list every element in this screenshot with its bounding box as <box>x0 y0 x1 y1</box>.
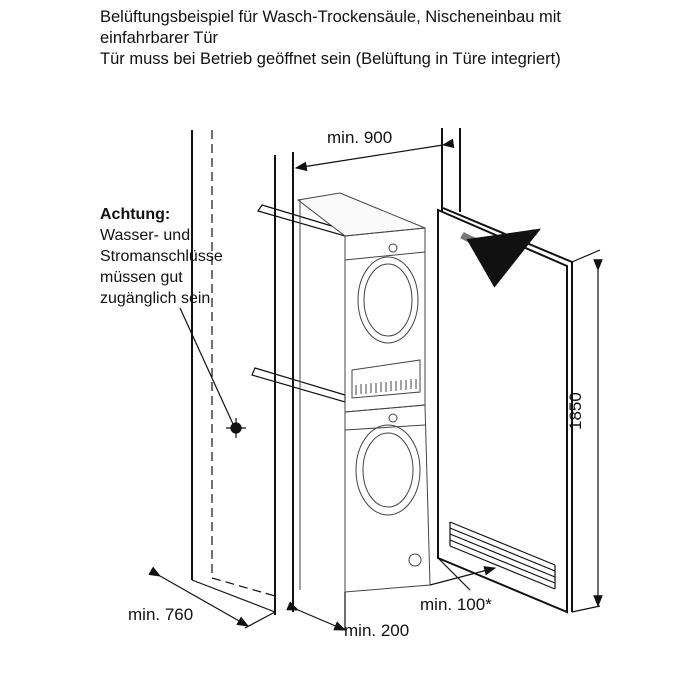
height-dimension-label: 1850 <box>566 392 585 430</box>
connection-point-icon <box>226 418 246 438</box>
note-leader-line <box>179 307 234 425</box>
header-line-3: Tür muss bei Betrieb geöffnet sein (Belü… <box>100 50 561 68</box>
door-gap-dimension-label: min. 100* <box>420 595 492 614</box>
width-dimension-line <box>294 138 455 172</box>
shelf <box>251 204 346 403</box>
side-gap-dimension-line <box>286 601 347 631</box>
depth-dimension-line <box>148 566 250 627</box>
door-vent-grille <box>449 521 556 590</box>
note-line: Wasser- und <box>100 227 191 244</box>
niche-door <box>437 207 601 614</box>
note-title: Achtung: <box>100 206 171 223</box>
width-dimension-label: min. 900 <box>327 128 393 147</box>
side-gap-dimension-label: min. 200 <box>344 621 410 640</box>
door-swing-arrow-icon <box>460 228 542 288</box>
note-line: müssen gut <box>100 269 183 286</box>
washer-dryer-stack <box>296 192 431 593</box>
header-line-2: einfahrbarer Tür <box>100 29 219 47</box>
depth-dimension-label: min. 760 <box>128 605 194 624</box>
diagram-header: Belüftungsbeispiel für Wasch-Trockensäul… <box>100 7 561 70</box>
note-line: zugänglich sein <box>100 290 211 307</box>
dryer-vent-grille <box>355 379 417 395</box>
left-wall <box>191 130 276 613</box>
door-gap-dimension-line <box>429 566 497 586</box>
header-line-1: Belüftungsbeispiel für Wasch-Trockensäul… <box>100 8 562 26</box>
